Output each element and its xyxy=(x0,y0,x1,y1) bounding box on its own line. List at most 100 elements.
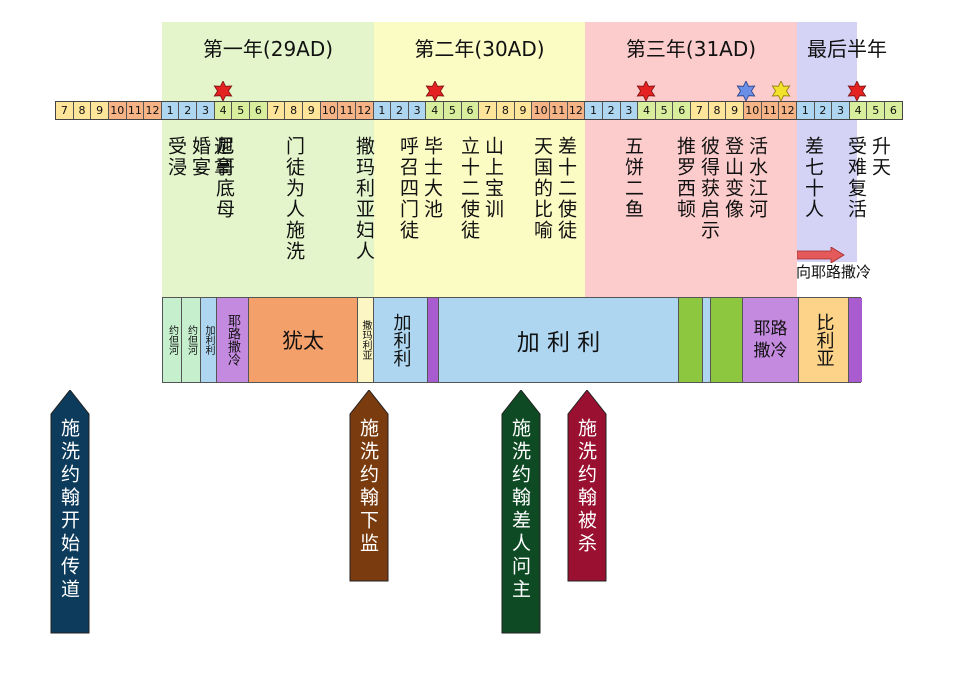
month-cell: 4 xyxy=(426,102,445,119)
region-jordan-river-1: 约但河 xyxy=(163,298,182,382)
month-cell: 11 xyxy=(761,102,780,119)
month-cell: 1 xyxy=(373,102,392,119)
region-green-2 xyxy=(711,298,743,382)
event-shengtian: 升天 xyxy=(869,136,891,178)
month-cell: 3 xyxy=(620,102,639,119)
region-label: 加利利 xyxy=(203,325,214,355)
month-cell: 4 xyxy=(849,102,868,119)
month-cell: 8 xyxy=(285,102,303,119)
arrow-label: 施洗约翰差人问主 xyxy=(509,418,531,602)
year-label-2: 第二年(30AD) xyxy=(414,37,545,61)
region-label: 比利亚 xyxy=(813,313,835,367)
month-cell: 2 xyxy=(814,102,833,119)
event-tianguo-biyu: 天国的比喻 xyxy=(531,136,553,241)
month-cell: 4 xyxy=(638,102,656,119)
arrow-john-killed: 施洗约翰被杀 xyxy=(567,390,607,582)
year-label-4: 最后半年 xyxy=(807,37,887,61)
month-cell: 5 xyxy=(867,102,886,119)
event-tuoluo-xidun: 推罗西顿 xyxy=(674,136,696,220)
arrow-label: 施洗约翰被杀 xyxy=(575,418,597,556)
arrow-john-sends-disciples: 施洗约翰差人问主 xyxy=(501,390,541,634)
month-cell: 1 xyxy=(796,102,815,119)
event-chai-shier-shitu: 差十二使徒 xyxy=(555,136,577,241)
regions-band: 约但河 约但河 加利利 耶路撒冷 犹太 撒玛利亚 加利利 加 利 利 耶路撒冷 … xyxy=(162,297,862,383)
arrow-label: 施洗约翰开始传道 xyxy=(58,418,80,602)
month-cell: 7 xyxy=(267,102,286,119)
star-marker-3 xyxy=(636,81,656,101)
month-cell: 2 xyxy=(391,102,409,119)
region-galilee-3: 加 利 利 xyxy=(439,298,679,382)
region-judea: 犹太 xyxy=(249,298,358,382)
month-cell: 6 xyxy=(250,102,268,119)
month-cell: 12 xyxy=(144,102,162,119)
month-cell: 5 xyxy=(232,102,251,119)
month-cell: 8 xyxy=(73,102,92,119)
arrow-label: 施洗约翰下监 xyxy=(357,418,379,556)
event-huzhao-simentu: 呼召四门徒 xyxy=(397,136,419,241)
region-purple-1 xyxy=(428,298,439,382)
year-band-4 xyxy=(797,22,857,262)
region-galilee-2: 加利利 xyxy=(374,298,428,382)
event-chai-qishi-ren: 差七十人 xyxy=(802,136,824,220)
month-cell: 11 xyxy=(126,102,145,119)
year-label-3: 第三年(31AD) xyxy=(625,37,757,61)
month-cell: 10 xyxy=(320,102,339,119)
region-label: 耶路撒冷 xyxy=(753,319,788,361)
month-cell: 8 xyxy=(708,102,727,119)
arrow-john-imprisoned: 施洗约翰下监 xyxy=(349,390,389,582)
event-wubing-eryu: 五饼二鱼 xyxy=(622,136,644,220)
region-perea: 比利亚 xyxy=(799,298,849,382)
month-cell: 12 xyxy=(355,102,374,119)
month-cell: 6 xyxy=(885,102,902,119)
month-cell: 3 xyxy=(832,102,850,119)
event-mentu-shixi: 门徒为人施洗 xyxy=(283,136,305,262)
year-band-2 xyxy=(374,22,585,297)
month-cell: 11 xyxy=(338,102,356,119)
region-samaria: 撒玛利亚 xyxy=(358,298,374,382)
month-cell: 7 xyxy=(479,102,498,119)
month-cell: 2 xyxy=(179,102,198,119)
month-cell: 10 xyxy=(532,102,550,119)
region-green-1 xyxy=(679,298,703,382)
month-cell: 6 xyxy=(673,102,692,119)
event-samaliya-furen: 撒玛利亚妇人 xyxy=(353,136,375,262)
month-cell: 5 xyxy=(655,102,674,119)
region-label: 耶路撒冷 xyxy=(225,314,240,366)
event-dengshan-bianxiang: 登山变像 xyxy=(722,136,744,220)
month-cell: 9 xyxy=(302,102,321,119)
month-cell: 12 xyxy=(567,102,586,119)
star-marker-4 xyxy=(736,81,756,101)
event-nigedimu: 尼哥底母 xyxy=(213,136,235,220)
month-cell: 8 xyxy=(497,102,515,119)
month-cell: 1 xyxy=(585,102,603,119)
month-cell: 11 xyxy=(549,102,568,119)
event-huoshui-jianghe: 活水江河 xyxy=(746,136,768,220)
month-cell: 9 xyxy=(514,102,533,119)
region-label: 犹太 xyxy=(282,329,324,353)
event-bishida-chi: 毕士大池 xyxy=(421,136,443,220)
toward-jerusalem-label: 向耶路撒冷 xyxy=(796,263,872,281)
month-cell: 9 xyxy=(726,102,744,119)
event-li-shier-shitu: 立十二使徒 xyxy=(458,136,480,241)
region-purple-2 xyxy=(849,298,862,382)
month-cell: 7 xyxy=(56,102,74,119)
region-blue-thin xyxy=(703,298,711,382)
month-cell: 10 xyxy=(743,102,762,119)
arrow-john-begins-preaching: 施洗约翰开始传道 xyxy=(50,390,90,634)
month-cell: 9 xyxy=(91,102,109,119)
region-label: 撒玛利亚 xyxy=(360,320,371,360)
month-cell: 12 xyxy=(779,102,797,119)
month-cell: 5 xyxy=(444,102,462,119)
event-shounan-fuhuo: 受难复活 xyxy=(845,136,867,220)
month-cell: 3 xyxy=(408,102,427,119)
right-arrow-icon xyxy=(797,247,845,263)
region-label: 约但河 xyxy=(166,325,178,355)
event-shou-jin: 受浸 xyxy=(165,136,187,178)
region-jerusalem-1: 耶路撒冷 xyxy=(217,298,249,382)
month-cell: 2 xyxy=(602,102,621,119)
event-jianan-hunyan: 迦拿婚宴 xyxy=(189,136,233,178)
star-marker-2 xyxy=(425,81,445,101)
region-jerusalem-2: 耶路撒冷 xyxy=(743,298,799,382)
year-label-1: 第一年(29AD) xyxy=(202,37,334,61)
